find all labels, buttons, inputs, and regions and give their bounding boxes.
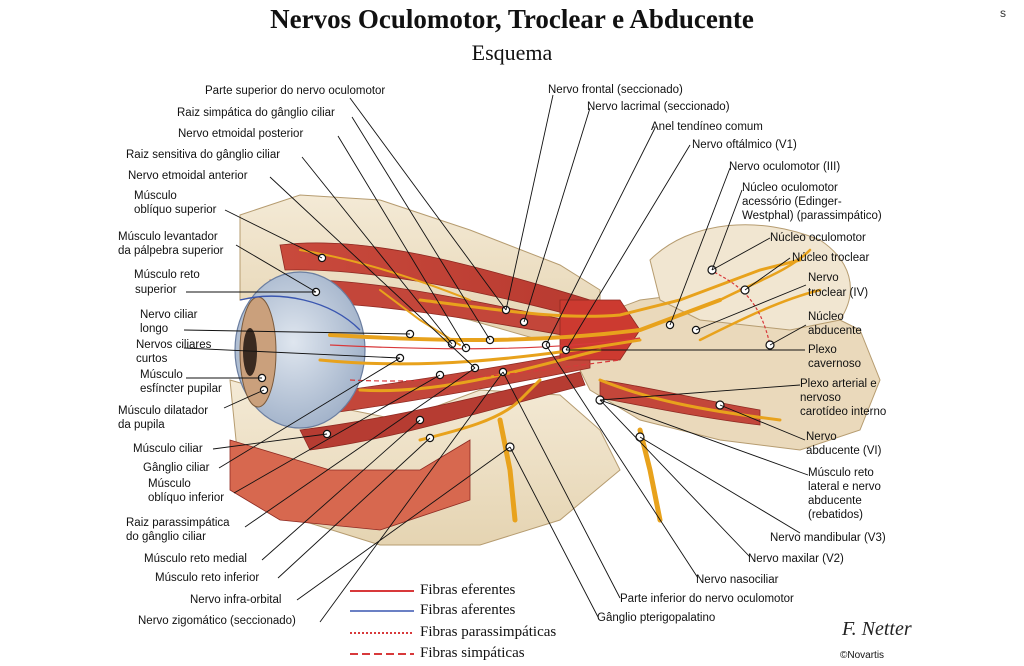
label-reto-lateral-3: abducente xyxy=(808,495,862,507)
label-parte-superior-oculomotor: Parte superior do nervo oculomotor xyxy=(205,85,386,97)
page-title: Nervos Oculomotor, Troclear e Abducente xyxy=(270,4,754,34)
label-mandibular: Nervo mandibular (V3) xyxy=(770,532,886,544)
label-frontal: Nervo frontal (seccionado) xyxy=(548,84,683,96)
label-raiz-sensitiva: Raiz sensitiva do gânglio ciliar xyxy=(126,149,281,161)
label-esfincter-1: Músculo xyxy=(140,369,183,381)
legend-efferent: Fibras eferentes xyxy=(420,582,516,598)
label-oculomotor-iii: Nervo oculomotor (III) xyxy=(729,161,841,173)
label-nucleo-abducente-1: Núcleo xyxy=(808,311,844,323)
label-infra-orbital: Nervo infra-orbital xyxy=(190,594,282,606)
label-plexo-cavernoso-1: Plexo xyxy=(808,344,837,356)
label-reto-lateral-2: lateral e nervo xyxy=(808,481,881,493)
copyright-notice: ©Novartis xyxy=(840,650,885,661)
label-esfincter-2: esfíncter pupilar xyxy=(140,383,222,395)
label-edinger-1: Núcleo oculomotor xyxy=(742,182,838,194)
label-obliquo-superior-1: Músculo xyxy=(134,190,177,202)
label-parte-inferior-oculomotor: Parte inferior do nervo oculomotor xyxy=(620,593,794,605)
label-anel-tendineo: Anel tendíneo comum xyxy=(651,121,763,133)
label-obliquo-inferior-1: Músculo xyxy=(148,478,191,490)
label-ciliar-longo-1: Nervo ciliar xyxy=(140,309,198,321)
orbital-muscles xyxy=(229,242,761,531)
label-etmoidal-anterior: Nervo etmoidal anterior xyxy=(128,170,248,182)
netter-signature: F. Netter xyxy=(842,618,912,640)
legend-afferent: Fibras aferentes xyxy=(420,602,516,618)
label-oftalmico: Nervo oftálmico (V1) xyxy=(692,139,797,151)
label-raiz-simpatica: Raiz simpática do gânglio ciliar xyxy=(177,107,335,119)
label-edinger-3: Westphal) (parassimpático) xyxy=(742,210,882,222)
label-raiz-parassimpatica-2: do gânglio ciliar xyxy=(126,531,206,543)
label-edinger-2: acessório (Edinger- xyxy=(742,196,842,208)
label-troclear-iv-1: Nervo xyxy=(808,272,839,284)
label-lacrimal: Nervo lacrimal (seccionado) xyxy=(587,101,730,113)
label-abducente-vi-1: Nervo xyxy=(806,431,837,443)
label-zigomatico: Nervo zigomático (seccionado) xyxy=(138,615,296,627)
leader-lines xyxy=(183,94,809,623)
label-reto-lateral-4: (rebatidos) xyxy=(808,509,863,521)
label-raiz-parassimpatica-1: Raiz parassimpática xyxy=(126,517,230,529)
label-nucleo-troclear: Núcleo troclear xyxy=(792,252,870,264)
label-ciliares-curtos-1: Nervos ciliares xyxy=(136,339,212,351)
label-reto-superior-2: superior xyxy=(135,284,177,296)
label-reto-inferior: Músculo reto inferior xyxy=(155,572,260,584)
label-levantador-1: Músculo levantador xyxy=(118,231,218,243)
label-musculo-ciliar: Músculo ciliar xyxy=(133,443,203,455)
label-plexo-carotideo-2: nervoso xyxy=(800,392,841,404)
label-ganglio-pterigopalatino: Gânglio pterigopalatino xyxy=(597,612,716,624)
label-plexo-carotideo-3: carotídeo interno xyxy=(800,406,887,418)
label-nasociliar: Nervo nasociliar xyxy=(696,574,779,586)
label-reto-medial: Músculo reto medial xyxy=(144,553,247,565)
label-obliquo-superior-2: oblíquo superior xyxy=(134,204,217,216)
label-markers xyxy=(257,253,701,443)
label-ciliares-curtos-2: curtos xyxy=(136,353,168,365)
label-plexo-carotideo-1: Plexo arterial e xyxy=(800,378,877,390)
label-nucleo-oculomotor: Núcleo oculomotor xyxy=(770,232,866,244)
label-troclear-iv-2: troclear (IV) xyxy=(808,287,869,299)
legend-swatches xyxy=(350,590,414,655)
label-reto-superior-1: Músculo reto xyxy=(134,269,200,281)
label-etmoidal-posterior: Nervo etmoidal posterior xyxy=(178,128,304,140)
label-dilatador-2: da pupila xyxy=(118,419,165,431)
label-abducente-vi-2: abducente (VI) xyxy=(806,445,882,457)
legend-parasympathetic: Fibras parassimpáticas xyxy=(420,624,557,640)
label-reto-lateral-1: Músculo reto xyxy=(808,467,874,479)
edge-mark: s xyxy=(1000,6,1006,20)
label-ciliar-longo-2: longo xyxy=(140,323,169,335)
label-obliquo-inferior-2: oblíquo inferior xyxy=(148,492,225,504)
label-dilatador-1: Músculo dilatador xyxy=(118,405,209,417)
page-subtitle: Esquema xyxy=(471,40,553,65)
legend-sympathetic: Fibras simpáticas xyxy=(420,645,525,661)
label-plexo-cavernoso-2: cavernoso xyxy=(808,358,862,370)
label-ganglio-ciliar: Gânglio ciliar xyxy=(143,462,210,474)
label-nucleo-abducente-2: abducente xyxy=(808,325,862,337)
eyeball xyxy=(234,271,366,429)
fiber-lines xyxy=(329,269,771,382)
label-levantador-2: da pálpebra superior xyxy=(118,245,224,257)
label-maxilar: Nervo maxilar (V2) xyxy=(748,553,844,565)
